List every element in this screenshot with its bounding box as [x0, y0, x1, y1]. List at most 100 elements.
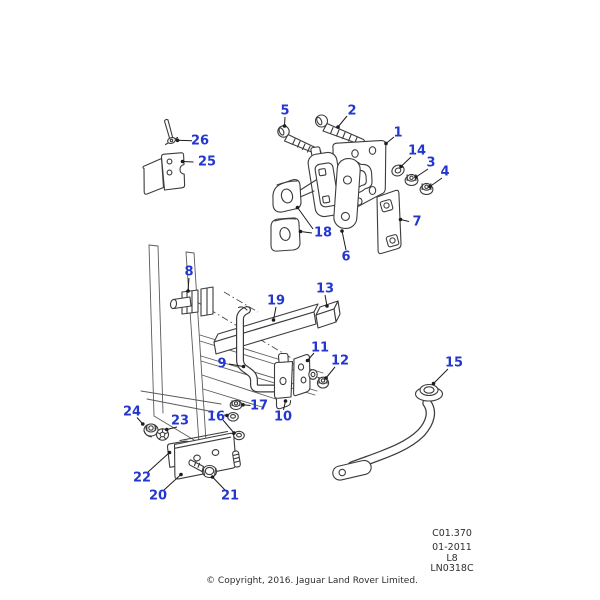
part-13-end-cap — [315, 300, 341, 329]
part-8-retainer-clip — [169, 286, 214, 317]
part-19-check-strap-bar — [213, 303, 319, 355]
leader-line-25 — [182, 161, 194, 163]
part-16-washers — [227, 412, 245, 441]
leader-line-18 — [297, 207, 314, 230]
part-26-rivet-pin — [163, 118, 179, 146]
callout-16[interactable]: 16 — [207, 410, 225, 425]
callout-15[interactable]: 15 — [445, 356, 463, 371]
doc-code: C01.370 — [432, 528, 472, 539]
leader-dot-16 — [232, 431, 236, 435]
leader-dot-23 — [165, 427, 169, 432]
leader-line-3 — [415, 168, 429, 178]
leader-dot-25 — [180, 159, 185, 164]
part-15-check-lever — [332, 383, 444, 481]
leader-line-21 — [212, 476, 226, 491]
callout-8[interactable]: 8 — [184, 265, 193, 280]
leader-line-26 — [177, 139, 193, 142]
part-7-retainer-plate — [376, 189, 402, 255]
leader-dot-17 — [241, 403, 245, 407]
leader-dot-11 — [305, 358, 310, 363]
part-6-packing-plate — [333, 157, 361, 230]
doc-model: L8 — [446, 553, 457, 564]
leader-dot-18 — [295, 205, 300, 210]
part-14-washer — [391, 164, 405, 177]
leader-line-16 — [222, 419, 235, 434]
leader-dot-21 — [210, 475, 215, 479]
part-10-11-striker-bracket — [273, 352, 318, 410]
part-25-bracket — [142, 152, 186, 195]
callout-17[interactable]: 17 — [250, 399, 268, 414]
leader-dot-7 — [398, 217, 403, 222]
leader-line-4 — [429, 177, 443, 187]
doc-date: 01-2011 — [432, 542, 472, 553]
leader-dot-12 — [324, 376, 328, 380]
leader-dot-26 — [175, 138, 180, 143]
leader-dot-1 — [384, 141, 388, 146]
doc-sheet-ref: LN0318C — [430, 563, 474, 574]
leader-line-2 — [337, 115, 348, 128]
callout-6[interactable]: 6 — [341, 250, 350, 265]
part-2-screw — [314, 114, 366, 147]
leader-dot-24 — [141, 422, 145, 426]
leader-dot-15 — [431, 381, 436, 386]
leader-dot-8 — [186, 289, 190, 293]
leader-dot-9 — [241, 364, 246, 369]
callout-10[interactable]: 10 — [274, 410, 292, 425]
leader-line-15 — [433, 368, 449, 384]
leader-dot-16 — [225, 413, 229, 418]
leader-line-9 — [228, 363, 244, 367]
leader-line-20 — [163, 474, 182, 491]
leader-dot-6 — [340, 229, 344, 233]
leader-dot-14 — [399, 164, 403, 169]
leader-line-22 — [147, 452, 170, 473]
doc-info-block: C01.370 01-2011 L8 LN0318C — [430, 528, 474, 574]
leader-dot-10 — [283, 399, 288, 403]
leader-line-19 — [273, 306, 277, 321]
copyright-notice: © Copyright, 2016. Jaguar Land Rover Lim… — [206, 576, 418, 586]
callout-4[interactable]: 4 — [440, 165, 449, 180]
callout-18[interactable]: 18 — [314, 226, 332, 241]
leader-dot-2 — [336, 125, 340, 129]
callout-7[interactable]: 7 — [412, 215, 421, 230]
callout-12[interactable]: 12 — [331, 354, 349, 369]
callout-11[interactable]: 11 — [311, 341, 329, 356]
callout-14[interactable]: 14 — [408, 144, 426, 159]
callout-1[interactable]: 1 — [393, 126, 402, 141]
callout-26[interactable]: 26 — [191, 134, 209, 149]
leader-line-13 — [324, 294, 328, 307]
callout-25[interactable]: 25 — [198, 155, 216, 170]
part-9-link-strip — [236, 306, 277, 393]
part-21-bolt — [188, 459, 218, 479]
callout-5[interactable]: 5 — [280, 104, 289, 119]
leader-line-18 — [300, 231, 313, 234]
part-24-nut — [143, 423, 159, 438]
callout-24[interactable]: 24 — [123, 405, 141, 420]
leader-line-6 — [341, 230, 347, 251]
leader-line-14 — [400, 156, 412, 167]
part-20-mounting-plate — [173, 430, 241, 480]
callout-3[interactable]: 3 — [426, 156, 435, 171]
leader-dot-22 — [167, 450, 172, 455]
leader-line-8 — [187, 277, 190, 292]
leader-dot-20 — [179, 472, 183, 477]
leader-dot-19 — [271, 318, 276, 322]
part-17-nut — [229, 399, 243, 411]
callout-2[interactable]: 2 — [347, 104, 356, 119]
callout-9[interactable]: 9 — [217, 357, 226, 372]
leader-dot-5 — [282, 124, 287, 128]
leader-dot-4 — [428, 184, 432, 189]
part-18-buffers — [270, 179, 302, 252]
callout-21[interactable]: 21 — [221, 489, 239, 504]
leader-dot-18 — [298, 229, 303, 234]
leader-dot-13 — [325, 304, 329, 308]
callout-19[interactable]: 19 — [267, 294, 285, 309]
leader-line-12 — [325, 366, 336, 379]
callout-22[interactable]: 22 — [133, 471, 151, 486]
callout-23[interactable]: 23 — [171, 414, 189, 429]
leader-dot-3 — [414, 175, 418, 179]
part-23-washer — [155, 428, 170, 441]
callout-13[interactable]: 13 — [316, 282, 334, 297]
callout-20[interactable]: 20 — [149, 489, 167, 504]
